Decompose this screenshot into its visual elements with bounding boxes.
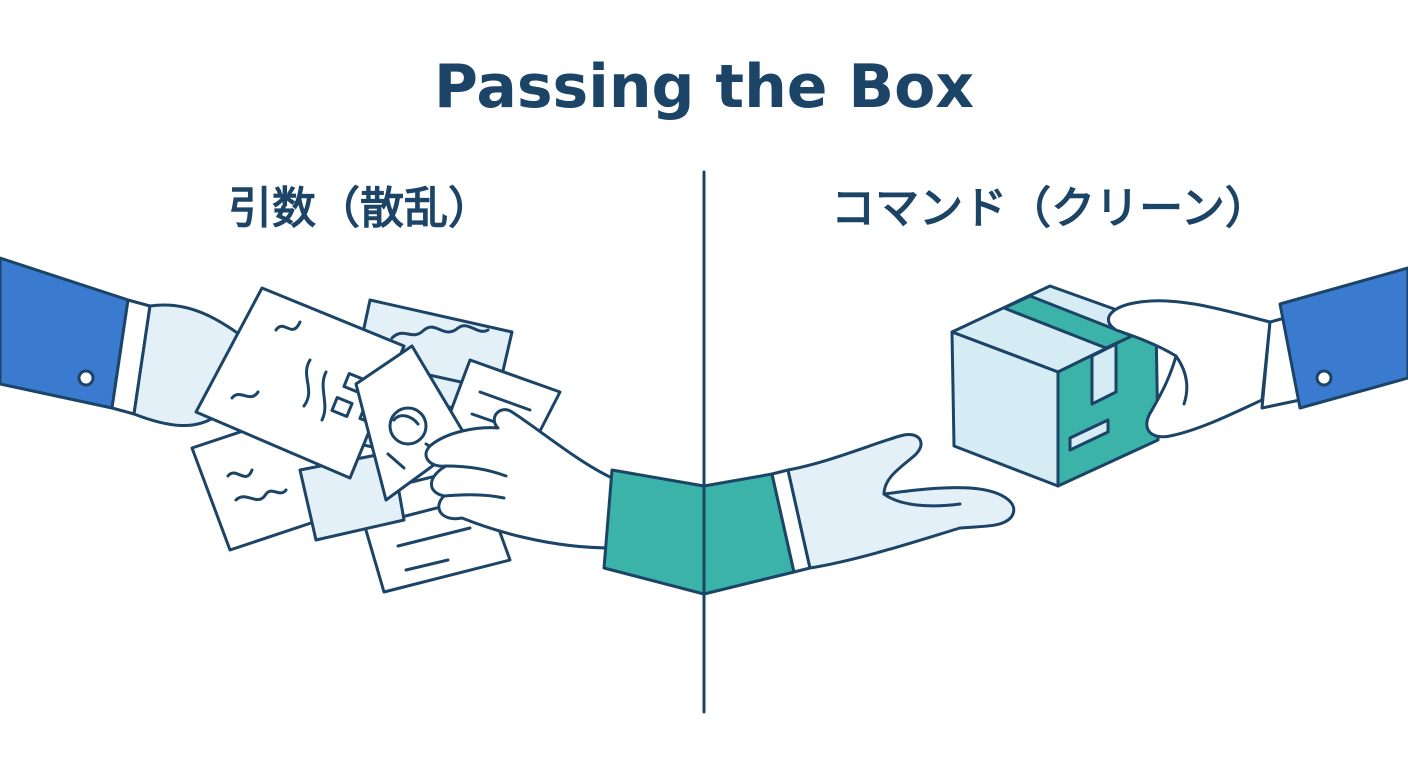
right-hand-finger-line [1174,354,1189,406]
right-panel-label: コマンド（クリーン） [831,183,1269,234]
left-receiving-hand [424,408,614,550]
box-label [1068,418,1110,452]
left-sleeve [0,256,130,410]
paper-back-lines [390,324,490,340]
package-box [950,284,1160,488]
right-cufflink [1315,369,1333,387]
paper-main-scribble [230,320,302,400]
box-tape-side [1090,342,1118,406]
paper-main [194,286,406,480]
left-finger-2 [442,493,506,500]
left-teal-sleeve [602,468,706,596]
right-open-hand-line [882,492,962,508]
scattered-papers [190,286,562,594]
right-giving-arm [1106,266,1408,439]
left-cufflink [77,369,95,387]
left-giving-arm [0,256,279,427]
diagram-title: Passing the Box [433,52,975,122]
paper-main-lines [302,358,328,422]
right-giving-hand [1106,299,1272,439]
paper-front-circle [388,406,428,446]
right-blue-sleeve [1278,266,1408,410]
right-receiving-arm [702,433,1016,596]
left-panel-label: 引数（散乱） [228,183,492,234]
paper-main-box-2 [330,396,354,418]
paper-front-circle-fill [392,414,420,426]
left-finger-1 [444,464,508,478]
paper-lower-left-scribble [226,468,288,502]
